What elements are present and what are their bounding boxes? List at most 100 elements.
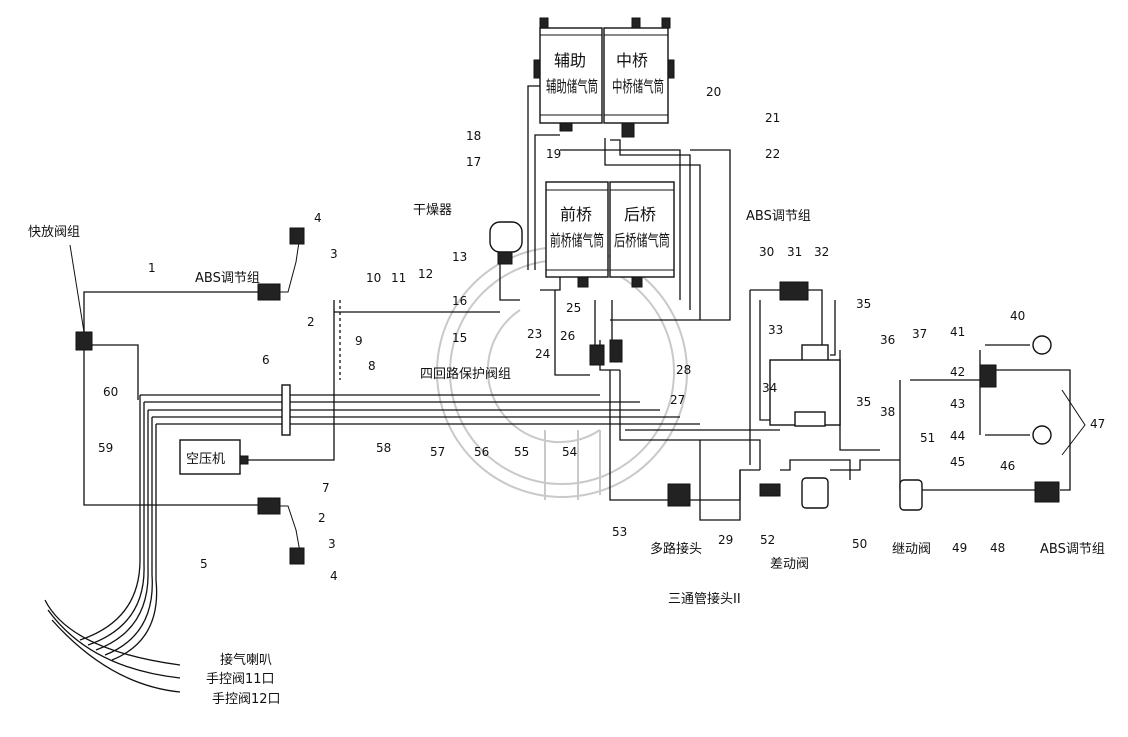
quick-release-label: 快放阀组 xyxy=(28,225,80,240)
aux-tank-label: 辅助储气筒 xyxy=(546,77,598,96)
aux-tank-label-1: 辅助 xyxy=(554,51,586,70)
part-number: 38 xyxy=(880,405,895,419)
part-number: 54 xyxy=(562,445,577,459)
part-number: 47 xyxy=(1090,417,1105,431)
four-circuit-label: 四回路保护阀组 xyxy=(420,366,511,382)
air-compressor xyxy=(179,439,249,475)
part-number: 46 xyxy=(1000,459,1015,473)
part-number: 33 xyxy=(768,323,783,337)
part-number: 59 xyxy=(98,441,113,455)
compressor-label: 空压机 xyxy=(186,452,225,467)
part-numbers: 1 2 2 3 3 4 4 5 6 7 8 9 10 11 12 13 16 1… xyxy=(98,85,1105,583)
abs-modulator-center xyxy=(769,281,841,427)
air-pipes xyxy=(44,85,1071,693)
part-number: 2 xyxy=(318,511,326,525)
part-number: 3 xyxy=(328,537,336,551)
part-number: 36 xyxy=(880,333,895,347)
part-number: 28 xyxy=(676,363,691,377)
part-number: 24 xyxy=(535,347,550,361)
part-number: 43 xyxy=(950,397,965,411)
mid-tank-label: 中桥储气筒 xyxy=(612,77,664,96)
relay-valve xyxy=(899,479,923,511)
four-circuit-valve xyxy=(589,339,623,366)
part-number: 12 xyxy=(418,267,433,281)
part-number: 58 xyxy=(376,441,391,455)
part-number: 32 xyxy=(814,245,829,259)
part-number: 55 xyxy=(514,445,529,459)
multi-way-connector xyxy=(667,483,691,507)
differential-valve xyxy=(801,477,829,509)
hand-brake-12-label: 手控阀12口 xyxy=(212,692,281,707)
part-number: 44 xyxy=(950,429,965,443)
mid-axle-air-tank xyxy=(603,17,675,138)
relay-valve-label: 继动阀 xyxy=(892,542,931,557)
abs-modulator-left-bottom xyxy=(257,497,305,565)
part-number: 17 xyxy=(466,155,481,169)
part-number: 16 xyxy=(452,294,467,308)
part-number: 6 xyxy=(262,353,270,367)
rear-tank-label: 后桥储气筒 xyxy=(614,231,670,250)
diff-valve-label: 差动阀 xyxy=(770,557,809,572)
front-axle-air-tank xyxy=(545,181,609,288)
part-number: 5 xyxy=(200,557,208,571)
aux-air-tank xyxy=(533,17,603,132)
multi-connector-label: 多路接头 xyxy=(650,541,702,557)
abs-left-label: ABS调节组 xyxy=(195,271,260,286)
part-number: 20 xyxy=(706,85,721,99)
part-number: 40 xyxy=(1010,309,1025,323)
part-number: 22 xyxy=(765,147,780,161)
abs-center-label: ABS调节组 xyxy=(746,209,811,224)
part-number: 41 xyxy=(950,325,965,339)
part-number: 11 xyxy=(391,271,406,285)
part-number: 35 xyxy=(856,395,871,409)
part-number: 21 xyxy=(765,111,780,125)
part-number: 51 xyxy=(920,431,935,445)
front-tank-label-top: 前桥 xyxy=(560,205,592,224)
part-number: 4 xyxy=(314,211,322,225)
part-number: 57 xyxy=(430,445,445,459)
part-number: 10 xyxy=(366,271,381,285)
front-tank-label: 前桥储气筒 xyxy=(550,231,604,250)
part-number: 35 xyxy=(856,297,871,311)
part-number: 48 xyxy=(990,541,1005,555)
part-number: 49 xyxy=(952,541,967,555)
part-number: 45 xyxy=(950,455,965,469)
part-number: 52 xyxy=(760,533,775,547)
part-number: 18 xyxy=(466,129,481,143)
abs-right-label: ABS调节组 xyxy=(1040,542,1105,557)
part-number: 19 xyxy=(546,147,561,161)
abs-modulator-left-top xyxy=(257,227,305,301)
part-number: 34 xyxy=(762,381,777,395)
tee-connector-label: 三通管接头II xyxy=(668,591,741,607)
part-number: 13 xyxy=(452,250,467,264)
part-number: 42 xyxy=(950,365,965,379)
air-horn-label: 接气喇叭 xyxy=(220,652,272,668)
rear-axle-air-tank xyxy=(609,181,675,288)
hand-brake-11-label: 手控阀11口 xyxy=(206,672,275,687)
part-number: 27 xyxy=(670,393,685,407)
part-number: 60 xyxy=(103,385,118,399)
rear-tank-label-top: 后桥 xyxy=(624,205,656,224)
part-number: 50 xyxy=(852,537,867,551)
part-number: 9 xyxy=(355,334,363,348)
mid-tank-label-top: 中桥 xyxy=(616,51,648,70)
part-number: 1 xyxy=(148,261,156,275)
part-number: 31 xyxy=(787,245,802,259)
part-number: 56 xyxy=(474,445,489,459)
part-number: 53 xyxy=(612,525,627,539)
part-number: 2 xyxy=(307,315,315,329)
abs-modulator-right xyxy=(979,335,1086,503)
part-number: 25 xyxy=(566,301,581,315)
part-number: 7 xyxy=(322,481,330,495)
part-number: 3 xyxy=(330,247,338,261)
dryer-label: 干燥器 xyxy=(413,203,452,218)
part-number: 4 xyxy=(330,569,338,583)
air-dryer xyxy=(489,221,523,265)
part-number: 23 xyxy=(527,327,542,341)
part-number: 15 xyxy=(452,331,467,345)
quick-release-valve xyxy=(69,244,93,351)
part-number: 30 xyxy=(759,245,774,259)
part-number: 26 xyxy=(560,329,575,343)
part-number: 29 xyxy=(718,533,733,547)
